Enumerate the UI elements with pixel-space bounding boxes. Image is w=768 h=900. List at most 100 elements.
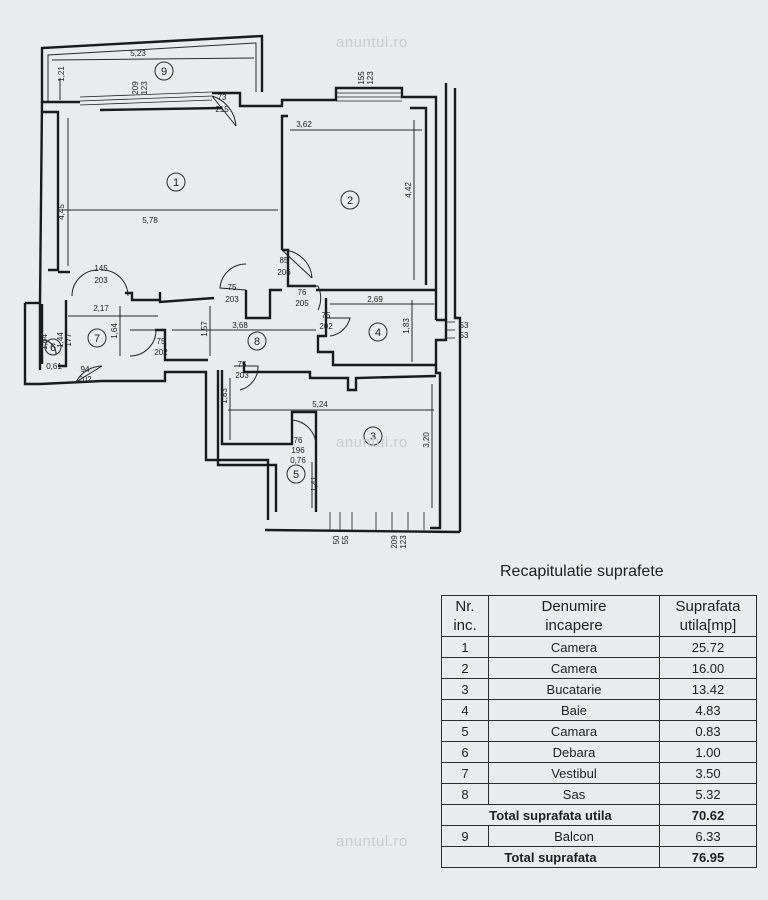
doors	[41, 95, 351, 445]
table-row: 6 Debara 1.00	[441, 741, 757, 763]
dim-door-balcony-top: 73	[218, 93, 227, 102]
dim-r7-width: 2,17	[93, 304, 109, 313]
room-number-9: 9	[161, 66, 167, 78]
row-name: Camera	[488, 657, 660, 679]
dim-r1-width: 5,78	[142, 216, 158, 225]
windows	[79, 91, 455, 530]
row-nr: 1	[441, 636, 489, 658]
dim-door-kitchen-top: 75	[238, 360, 247, 369]
dim-r2-height: 4,42	[404, 182, 413, 198]
room-markers	[44, 61, 388, 484]
row-nr: 4	[441, 699, 489, 721]
dim-door-vest-top: 75	[157, 337, 166, 346]
room-number-1: 1	[173, 177, 179, 189]
table-row: 5 Camara 0.83	[441, 720, 757, 742]
row-area: 1.00	[659, 741, 757, 763]
dim-r5-height: 1,41	[310, 476, 319, 492]
dim-door-bath-bottom: 202	[319, 322, 333, 331]
balcony-area: 6.33	[659, 825, 757, 847]
room-marker-6	[44, 338, 62, 356]
row-name: Baie	[488, 699, 660, 721]
interior-walls	[40, 248, 437, 512]
row-area: 16.00	[659, 657, 757, 679]
total-util-label: Total suprafata utila	[441, 804, 660, 826]
total-row: Total suprafata 76.95	[441, 846, 757, 868]
dim-r7-height: 1,64	[110, 323, 119, 339]
dim-door-hall-top: 76	[298, 288, 307, 297]
dim-door-r2-bottom: 206	[277, 268, 291, 277]
dim-door-entry-bottom: 202	[78, 375, 92, 384]
dim-side-win-top: 53	[460, 321, 469, 330]
dim-door-kitchen-bottom: 203	[235, 371, 249, 380]
dim-r6-a: 1,64	[40, 334, 49, 350]
dim-r5-width: 0,76	[290, 456, 306, 465]
header-area: Suprafata utila[mp]	[659, 595, 757, 637]
dim-door-entry-top: 94	[81, 365, 90, 374]
dim-r3-width: 5,24	[312, 400, 328, 409]
row-area: 25.72	[659, 636, 757, 658]
room-marker-8	[247, 331, 267, 351]
dim-door-r1-top: 75	[228, 283, 237, 292]
balcony-nr: 9	[441, 825, 489, 847]
header-name-line2: incapere	[545, 617, 603, 634]
dim-door-r2-top: 85	[280, 256, 289, 265]
room-marker-7	[87, 328, 107, 348]
room-number-6: 6	[50, 342, 56, 354]
room-marker-1	[166, 172, 186, 192]
table-row: 4 Baie 4.83	[441, 699, 757, 721]
row-name: Bucatarie	[488, 678, 660, 700]
header-area-line1: Suprafata	[675, 598, 741, 615]
row-name: Camera	[488, 636, 660, 658]
balcony-outline	[40, 34, 264, 103]
table-row: 7 Vestibul 3.50	[441, 762, 757, 784]
total-util-row: Total suprafata utila 70.62	[441, 804, 757, 826]
dim-r1-height: 4,45	[57, 204, 66, 220]
balcony-row: 9 Balcon 6.33	[441, 825, 757, 847]
dim-door-vest-bottom: 202	[154, 348, 168, 357]
dim-side-win-bottom: 53	[460, 331, 469, 340]
dimension-lines	[51, 57, 434, 508]
table-row: 1 Camera 25.72	[441, 636, 757, 658]
table-row: 8 Sas 5.32	[441, 783, 757, 805]
dim-r4-height: 1,83	[402, 318, 411, 334]
row-name: Vestibul	[488, 762, 660, 784]
dim-door-balcony-bottom: 215	[215, 105, 229, 114]
exterior-walls	[23, 83, 462, 534]
table-row: 3 Bucatarie 13.42	[441, 678, 757, 700]
dim-w-r3b-top: 209	[390, 535, 399, 549]
room-number-2: 2	[347, 195, 353, 207]
room-number-7: 7	[94, 333, 100, 345]
dim-door-double-top: 145	[94, 264, 108, 273]
header-name: Denumire incapere	[488, 595, 660, 637]
room-number-8: 8	[254, 336, 260, 348]
total-util-value: 70.62	[659, 804, 757, 826]
room-number-3: 3	[370, 431, 376, 443]
dim-r4-width: 2,69	[367, 295, 383, 304]
room-number-5: 5	[293, 469, 299, 481]
dim-r6-b: 0,61	[46, 362, 62, 371]
row-area: 3.50	[659, 762, 757, 784]
row-nr: 2	[441, 657, 489, 679]
room-marker-3	[363, 426, 383, 446]
floor-plan: 1 2 3 4 5 6 7 8 9 5,23 1,21 209 123 73 2…	[23, 34, 469, 549]
row-area: 13.42	[659, 678, 757, 700]
dim-door-r5-bottom: 196	[291, 446, 305, 455]
row-nr: 7	[441, 762, 489, 784]
dim-w-r3a-bottom: 55	[341, 535, 350, 544]
dim-w-r1-bottom: 123	[140, 81, 149, 95]
dim-door-double-bottom: 203	[94, 276, 108, 285]
total-label: Total suprafata	[441, 846, 660, 868]
row-name: Sas	[488, 783, 660, 805]
dim-door-hall-bottom: 205	[295, 299, 309, 308]
row-name: Camara	[488, 720, 660, 742]
room-numbers: 1 2 3 4 5 6 7 8 9	[50, 66, 381, 481]
dim-w-r2-bottom: 123	[366, 71, 375, 85]
room-marker-9	[154, 61, 174, 81]
header-area-line2: utila[mp]	[679, 617, 737, 634]
dim-r6-door-top: 1,44	[56, 332, 65, 348]
dim-balcony-depth: 1,21	[57, 66, 66, 82]
header-nr-line1: Nr.	[455, 598, 475, 615]
dim-w-r2-top: 155	[357, 71, 366, 85]
dim-r6-door-bottom: 177	[64, 333, 73, 347]
table-row: 2 Camera 16.00	[441, 657, 757, 679]
